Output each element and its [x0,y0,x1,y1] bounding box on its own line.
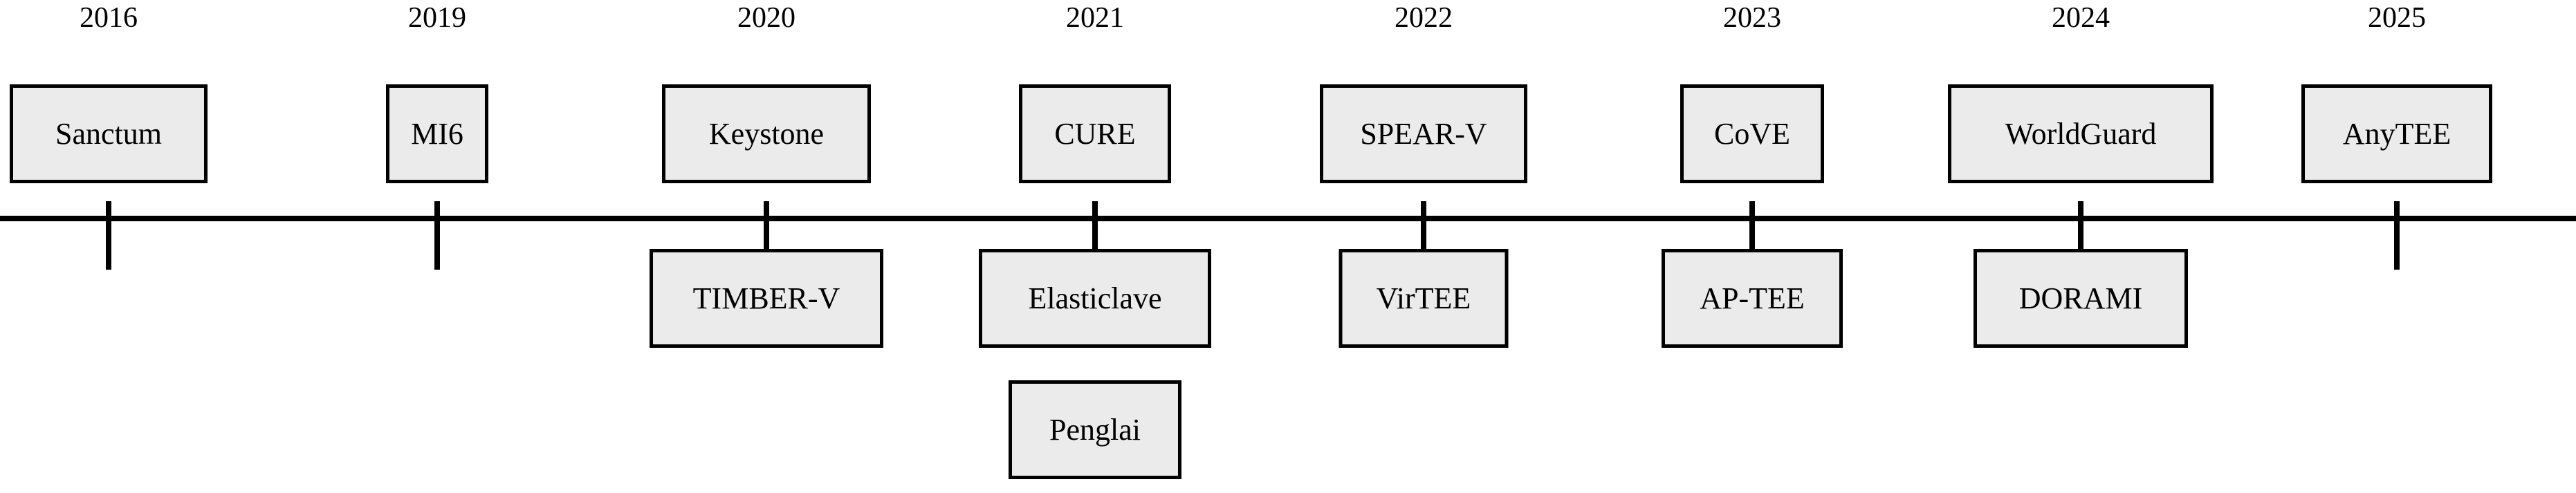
year-label-2021: 2021 [1066,2,1124,34]
year-label-2022: 2022 [1395,2,1453,34]
year-label-2016: 2016 [80,2,138,34]
node-box-virtee: VirTEE [1338,249,1509,348]
node-box-timber-v: TIMBER-V [650,249,883,348]
node-box-dorami: DORAMI [1974,249,2188,348]
node-label: TIMBER-V [692,281,840,315]
timeline-tick-2021 [1092,201,1098,250]
node-label: WorldGuard [2005,116,2157,151]
node-label: Keystone [708,116,825,151]
year-label-2019: 2019 [408,2,466,34]
node-label: Sanctum [55,116,162,151]
timeline-tick-2016 [106,201,111,270]
year-label-2025: 2025 [2368,2,2426,34]
node-label: Penglai [1049,412,1141,447]
node-label: AnyTEE [2342,116,2451,151]
timeline-tick-2022 [1421,201,1426,250]
timeline-tick-2024 [2078,201,2083,250]
year-label-2023: 2023 [1723,2,1781,34]
node-box-anytee: AnyTEE [2301,84,2492,183]
timeline-tick-2020 [764,201,769,250]
node-box-cove: CoVE [1680,84,1824,183]
timeline-axis-line [0,216,2576,221]
node-label: VirTEE [1376,281,1471,315]
node-box-ap-tee: AP-TEE [1662,249,1843,348]
node-label: Elasticlave [1028,281,1162,315]
node-box-penglai: Penglai [1009,380,1181,479]
node-label: CURE [1054,116,1136,151]
timeline-tick-2025 [2394,201,2400,270]
node-box-mi6: MI6 [386,84,488,183]
node-label: DORAMI [2018,281,2143,315]
timeline-tick-2019 [434,201,440,270]
node-box-spear-v: SPEAR-V [1320,84,1527,183]
node-box-cure: CURE [1019,84,1171,183]
timeline-tick-2023 [1749,201,1755,250]
node-label: SPEAR-V [1360,116,1487,151]
node-box-elasticlave: Elasticlave [979,249,1211,348]
node-box-worldguard: WorldGuard [1948,84,2214,183]
node-label: MI6 [411,116,463,151]
node-label: AP-TEE [1700,281,1805,315]
node-box-sanctum: Sanctum [10,84,208,183]
node-box-keystone: Keystone [662,84,871,183]
node-label: CoVE [1714,116,1790,151]
year-label-2024: 2024 [2052,2,2110,34]
year-label-2020: 2020 [737,2,795,34]
